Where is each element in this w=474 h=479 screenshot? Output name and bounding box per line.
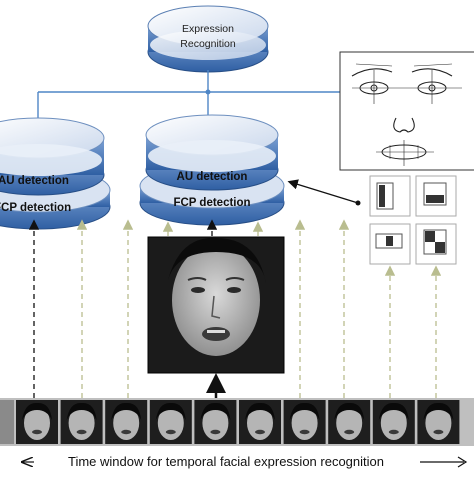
center-fcp-label: FCP detection <box>173 197 250 209</box>
video-frame <box>16 400 58 444</box>
center-au-label: AU detection <box>177 171 248 183</box>
video-frame <box>149 400 192 444</box>
left-fcp-label: FCP detection <box>0 202 71 214</box>
expression-recognition-node: Expression Recognition <box>147 5 269 73</box>
top-node-line1: Expression <box>182 23 234 35</box>
left-au-label: AU detection <box>0 175 69 187</box>
video-frame <box>372 400 415 444</box>
video-frame <box>239 400 281 444</box>
top-node-line2: Recognition <box>180 38 236 50</box>
left-detection-stack: AU detection FCP detection <box>0 117 111 230</box>
facial-landmark-sketch <box>339 51 474 171</box>
caption-text: Time window for temporal facial expressi… <box>68 454 384 469</box>
video-frame <box>417 400 460 444</box>
video-frame <box>328 400 371 444</box>
time-window-caption: Time window for temporal facial expressi… <box>22 454 468 469</box>
video-frame <box>194 400 237 444</box>
feature-arrow <box>287 179 359 204</box>
video-frame <box>283 400 326 444</box>
video-frame <box>105 400 148 444</box>
frame-partial-left <box>0 400 14 444</box>
haar-feature-icons <box>369 175 457 265</box>
video-frame <box>60 400 103 444</box>
dashed-arrows <box>28 219 442 398</box>
face-photo <box>147 236 285 374</box>
center-detection-stack: AU detection FCP detection <box>139 114 285 226</box>
video-frame-strip <box>0 398 474 446</box>
